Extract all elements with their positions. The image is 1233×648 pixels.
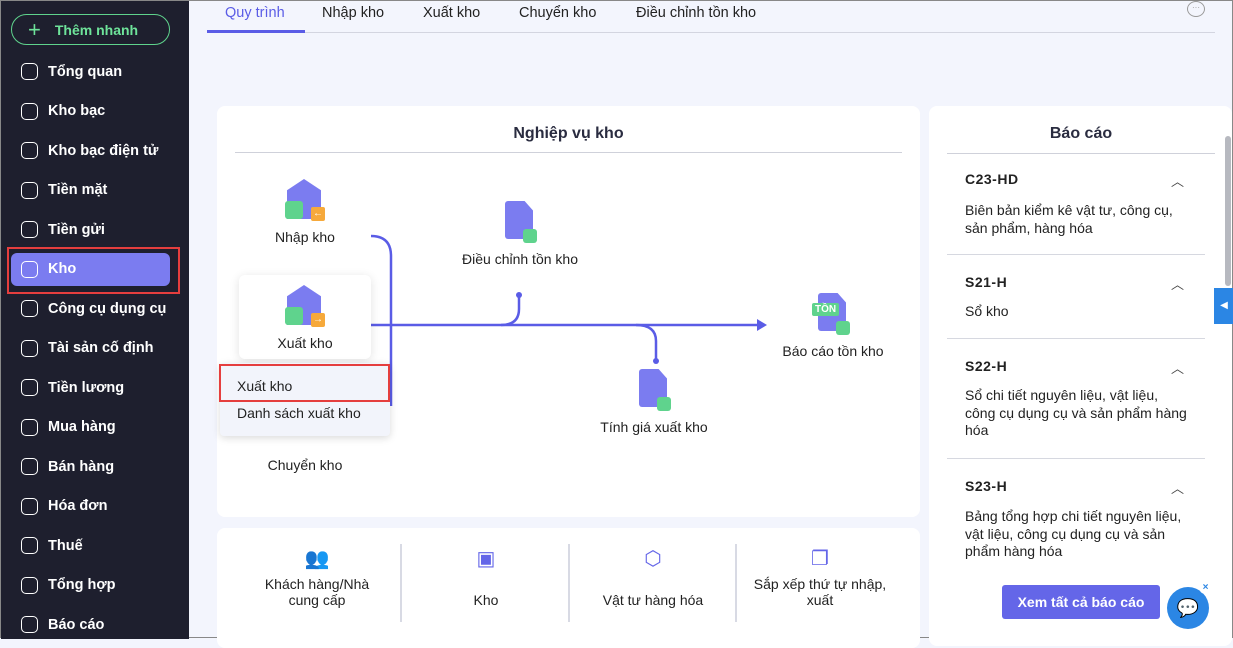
node-tinh-gia-xuat-kho[interactable]: Tính giá xuất kho xyxy=(599,369,709,436)
sidebar-item-9[interactable]: Mua hàng xyxy=(11,411,170,444)
store-icon: ▣ xyxy=(476,548,496,570)
cart-icon xyxy=(21,418,38,436)
tab-nhap-kho[interactable]: Nhập kho xyxy=(322,5,385,21)
tab-xuat-kho[interactable]: Xuất kho xyxy=(423,5,481,21)
tax-icon xyxy=(21,537,38,554)
node-dieu-chinh-ton-kho[interactable]: Điều chỉnh tồn kho xyxy=(460,201,580,268)
chevron-up-icon[interactable]: ︿ xyxy=(1171,361,1185,376)
tab-chuyen-kho[interactable]: Chuyển kho xyxy=(519,5,597,21)
sales-icon xyxy=(21,458,38,475)
report-item[interactable]: S22-H︿Sổ chi tiết nguyên liệu, vật liệu,… xyxy=(947,339,1205,459)
pie-chart-icon xyxy=(21,63,38,80)
chevron-up-icon[interactable]: ︿ xyxy=(1171,481,1185,496)
active-tab-indicator xyxy=(207,30,305,33)
category-vat-tu-hang-hoa[interactable]: ⬡Vật tư hàng hóa xyxy=(588,546,718,608)
sidebar-item-0[interactable]: Tổng quan xyxy=(11,55,170,88)
wallet-icon xyxy=(21,181,38,199)
sidebar-item-6[interactable]: Công cụ dụng cụ xyxy=(11,292,170,325)
view-all-reports-button[interactable]: Xem tất cả báo cáo xyxy=(1002,585,1160,619)
report-card xyxy=(929,106,1232,646)
process-title: Nghiệp vụ kho xyxy=(513,125,624,142)
report-item[interactable]: S21-H︿Sổ kho xyxy=(947,255,1205,339)
chevron-up-icon[interactable]: ︿ xyxy=(1171,174,1185,189)
warehouse-import-icon: ← xyxy=(285,179,325,223)
category-sap-xep[interactable]: ❐Sắp xếp thứ tự nhập, xuất xyxy=(746,546,894,608)
tab-dieu-chinh-ton-kho[interactable]: Điều chỉnh tồn kho xyxy=(636,5,757,21)
tools-icon xyxy=(21,300,38,317)
chat-icon[interactable]: 💬 xyxy=(1167,587,1209,629)
e-treasury-icon xyxy=(21,142,38,159)
warehouse-icon xyxy=(21,260,38,278)
sidebar-item-7[interactable]: Tài sản cố định xyxy=(11,332,170,365)
highlight-menu-xuat-kho xyxy=(219,364,390,402)
price-document-icon xyxy=(637,369,671,413)
highlight-kho xyxy=(7,247,180,294)
report-title: Báo cáo xyxy=(1049,125,1113,142)
users-icon: 👥 xyxy=(304,548,330,570)
divider xyxy=(947,153,1215,154)
sidebar-item-4[interactable]: Tiền gửi xyxy=(11,213,170,246)
node-bao-cao-ton-kho[interactable]: TỒN Báo cáo tồn kho xyxy=(773,293,893,359)
sidebar-item-14[interactable]: Báo cáo xyxy=(11,608,170,641)
asset-icon xyxy=(21,339,38,357)
category-customer-supplier[interactable]: 👥Khách hàng/Nhà cung cấp xyxy=(251,546,383,608)
close-icon[interactable]: × xyxy=(1199,581,1212,594)
chevron-up-icon[interactable]: ︿ xyxy=(1171,277,1185,292)
deposit-icon xyxy=(21,221,38,238)
sidebar-item-11[interactable]: Hóa đơn xyxy=(11,490,170,523)
report-icon xyxy=(21,616,38,633)
layers-icon: ❐ xyxy=(811,548,829,570)
menu-item-xuat-kho[interactable]: Xuất kho xyxy=(237,378,293,394)
plus-icon: + xyxy=(28,16,41,42)
report-item[interactable]: C23-HD︿Biên bản kiểm kê vật tư, công cụ,… xyxy=(947,154,1205,255)
more-icon[interactable]: ··· xyxy=(1187,1,1205,17)
sidebar-item-8[interactable]: Tiền lương xyxy=(11,371,170,404)
node-chuyen-kho[interactable]: Chuyển kho xyxy=(255,431,355,473)
xuat-kho-menu: Xuất kho Danh sách xuất kho xyxy=(220,363,390,436)
divider xyxy=(735,544,737,622)
tab-bar: Quy trình Nhập kho Xuất kho Chuyển kho Đ… xyxy=(207,1,1215,33)
adjust-document-icon xyxy=(503,201,537,245)
sidebar-item-5[interactable]: Kho xyxy=(11,252,170,286)
sidebar-item-12[interactable]: Thuế xyxy=(11,529,170,562)
sidebar-item-1[interactable]: Kho bạc xyxy=(11,95,170,128)
sidebar-item-2[interactable]: Kho bạc điện tử xyxy=(11,134,170,167)
node-nhap-kho[interactable]: ← Nhập kho xyxy=(255,179,355,245)
report-item[interactable]: S23-H︿Bảng tổng hợp chi tiết nguyên liệu… xyxy=(965,478,1185,559)
salary-icon xyxy=(21,379,38,396)
divider xyxy=(568,544,570,622)
tab-quy-trinh[interactable]: Quy trình xyxy=(225,5,285,21)
invoice-icon xyxy=(21,497,38,515)
quick-add-button[interactable]: +Thêm nhanh xyxy=(11,14,170,45)
divider xyxy=(235,152,902,153)
sidebar-item-3[interactable]: Tiền mặt xyxy=(11,174,170,207)
collapse-panel-icon[interactable]: ◀ xyxy=(1214,288,1233,324)
treasury-icon xyxy=(21,102,38,120)
category-kho[interactable]: ▣Kho xyxy=(421,546,551,608)
divider xyxy=(400,544,402,622)
sidebar-item-13[interactable]: Tổng hợp xyxy=(11,569,170,602)
sidebar-item-10[interactable]: Bán hàng xyxy=(11,450,170,483)
summary-icon xyxy=(21,576,38,594)
warehouse-export-icon: → xyxy=(285,285,325,329)
inventory-report-icon: TỒN xyxy=(812,293,850,337)
menu-item-danh-sach-xuat-kho[interactable]: Danh sách xuất kho xyxy=(237,405,361,421)
report-scrollbar[interactable] xyxy=(1225,136,1231,286)
box-icon: ⬡ xyxy=(644,548,662,570)
node-xuat-kho[interactable]: → Xuất kho xyxy=(255,285,355,351)
